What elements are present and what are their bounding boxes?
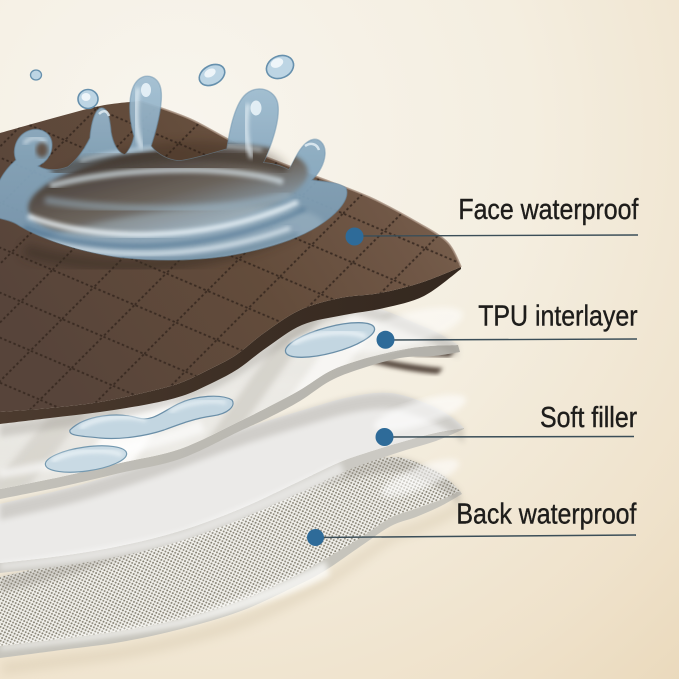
svg-text:Back waterproof: Back waterproof [456, 498, 637, 530]
svg-text:Face waterproof: Face waterproof [458, 193, 639, 225]
svg-text:Soft filler: Soft filler [540, 401, 637, 433]
svg-text:TPU interlayer: TPU interlayer [478, 300, 637, 332]
